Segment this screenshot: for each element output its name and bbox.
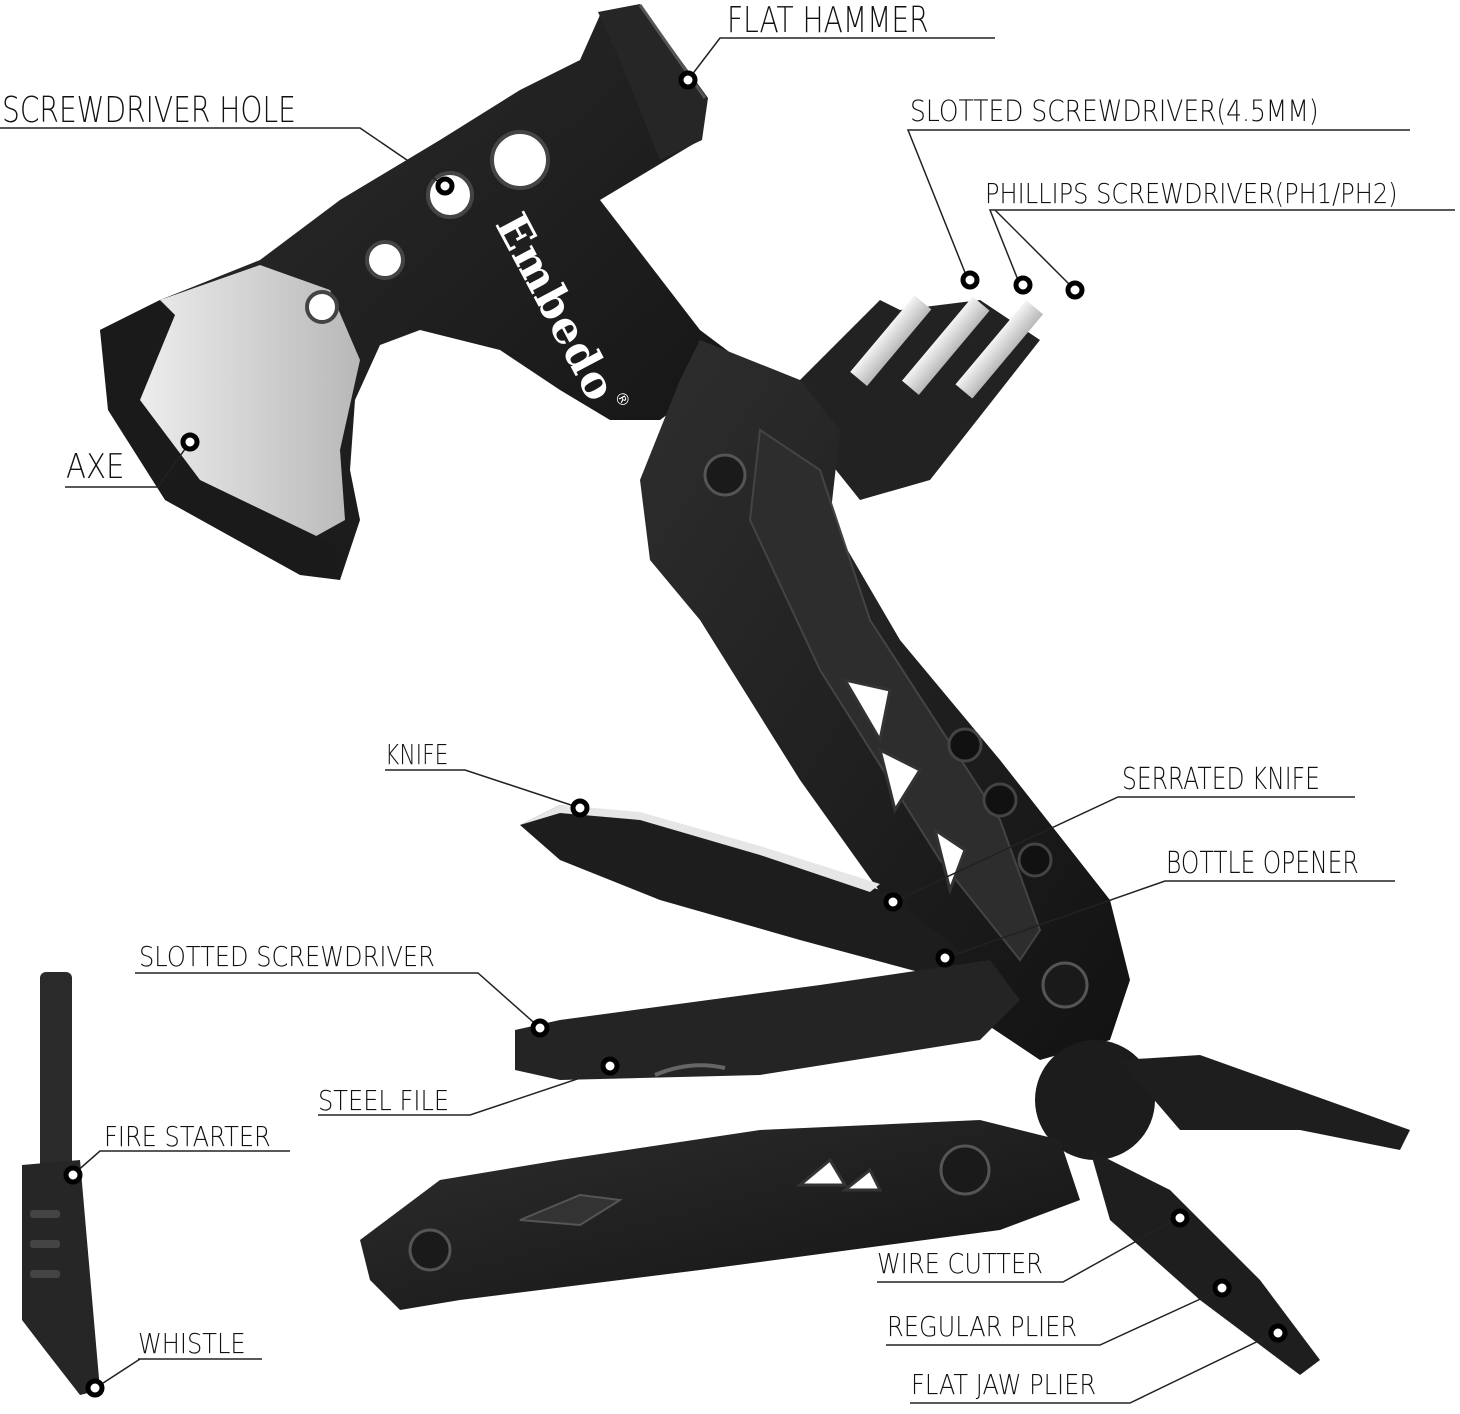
label-flat-hammer: FLAT HAMMER <box>727 0 929 41</box>
label-steel-file: STEEL FILE <box>318 1084 450 1117</box>
label-whistle: WHISTLE <box>138 1327 246 1360</box>
plier-jaws <box>1035 1040 1410 1375</box>
knife-blade <box>520 805 960 975</box>
lower-handle <box>360 1120 1080 1310</box>
callout-markers <box>63 70 1288 1398</box>
label-knife: KNIFE <box>385 738 449 771</box>
axe-head <box>100 4 740 580</box>
steel-file-blade <box>515 960 1020 1080</box>
leader-lines <box>0 37 1455 1404</box>
label-regular-plier: REGULAR PLIER <box>887 1310 1078 1343</box>
label-screwdriver-hole: SCREWDRIVER HOLE <box>2 90 296 131</box>
label-slotted-screwdriver: SLOTTED SCREWDRIVER <box>139 940 435 973</box>
bit-holder <box>800 295 1044 500</box>
label-phillips-screwdriver-bit: PHILLIPS SCREWDRIVER(PH1/PH2) <box>985 177 1398 210</box>
label-wire-cutter: WIRE CUTTER <box>877 1247 1043 1280</box>
label-serrated-knife: SERRATED KNIFE <box>1122 762 1320 797</box>
upper-handle <box>640 340 1130 1060</box>
label-flat-jaw-plier: FLAT JAW PLIER <box>911 1368 1097 1401</box>
fire-starter-rod <box>22 972 100 1395</box>
label-slotted-screwdriver-bit: SLOTTED SCREWDRIVER(4.5MM) <box>910 94 1319 128</box>
label-bottle-opener: BOTTLE OPENER <box>1166 846 1359 881</box>
label-fire-starter: FIRE STARTER <box>104 1120 271 1153</box>
label-axe: AXE <box>66 447 125 487</box>
